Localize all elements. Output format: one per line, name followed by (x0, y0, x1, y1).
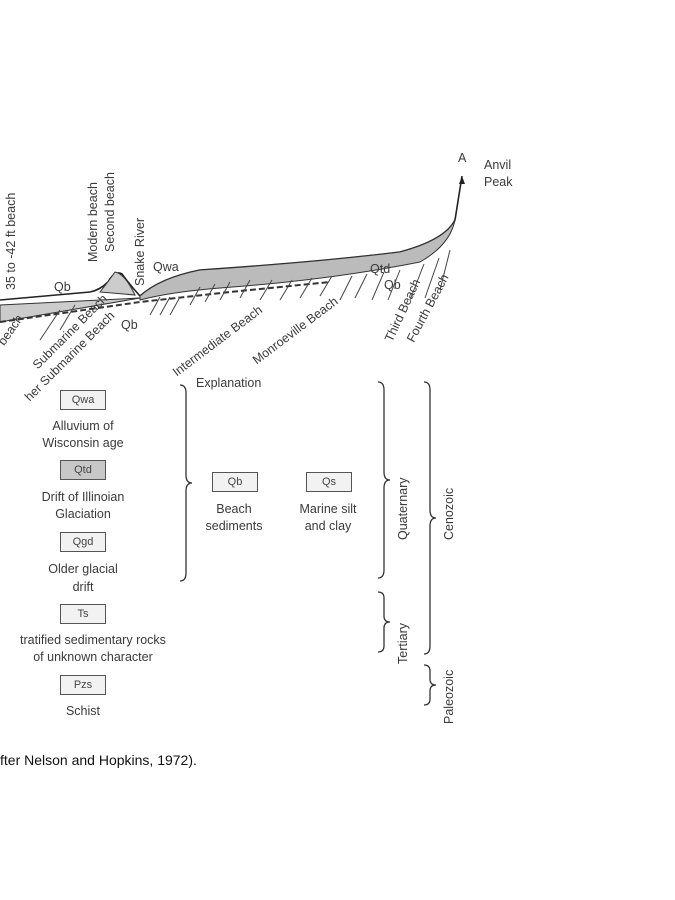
legend-box-schist: Pzs (60, 675, 106, 695)
label-cenozoic: Cenozoic (442, 487, 456, 540)
label-anvil: Anvil (484, 158, 512, 172)
legend-ts-line2: of unknown character (33, 650, 153, 664)
brace-tertiary (377, 591, 391, 653)
legend-qb-line1: Beach (216, 502, 252, 516)
label-35-42-beach: 35 to -42 ft beach (4, 192, 18, 290)
brace-cenozoic (423, 381, 437, 655)
legend-qs-line2: and clay (304, 519, 352, 533)
label-snake-river: Snake River (133, 217, 147, 286)
legend-box-qwa: Qwa (60, 390, 106, 410)
label-peak: Peak (484, 175, 513, 189)
second-beach-mound (99, 271, 136, 296)
legend-box-qs: Qs (306, 472, 352, 492)
legend-qtd-line1: Drift of Illinoian (41, 490, 125, 504)
label-second-beach: Second beach (103, 172, 117, 252)
brace-paleozoic (423, 664, 437, 706)
arrow-anvil (459, 176, 465, 184)
legend-box-qtd: Qtd (60, 460, 106, 480)
label-paleozoic: Paleozoic (442, 669, 456, 724)
label-qb-left: Qb (54, 280, 71, 294)
legend-ts-line1: tratified sedimentary rocks (20, 633, 166, 647)
label-qtd: Qtd (370, 262, 391, 276)
legend-qb-line2: sediments (205, 519, 263, 533)
legend-box-ts: Ts (60, 604, 106, 624)
legend-box-qgd: Qgd (60, 532, 106, 552)
beach-wedge (0, 297, 141, 323)
explanation-title: Explanation (196, 376, 262, 390)
legend-qgd-line1: Older glacial (48, 562, 118, 576)
legend-qtd-line2: Glaciation (55, 507, 111, 521)
legend-qgd-line2: drift (72, 580, 94, 594)
label-tertiary: Tertiary (396, 623, 410, 664)
legend-schist-label: Schist (65, 704, 101, 718)
legend-qwa-line1: Alluvium of (52, 419, 114, 433)
label-qb-right: Qb (384, 278, 401, 292)
legend-box-qb: Qb (212, 472, 258, 492)
label-section-a: A (458, 151, 467, 165)
label-qwa: Qwa (153, 260, 179, 274)
braces (179, 381, 437, 706)
qwa-qtd-layer (139, 219, 456, 301)
gravel-line (0, 281, 331, 323)
figure-caption: fter Nelson and Hopkins, 1972). (0, 752, 197, 768)
brace-quaternary (377, 381, 391, 579)
brace-explanation (179, 384, 193, 582)
label-quaternary: Quaternary (396, 477, 410, 540)
legend-qwa-line2: Wisconsin age (42, 436, 124, 450)
label-qb-mid: Qb (121, 318, 138, 332)
schist-hatching (39, 249, 451, 341)
legend-qs-line1: Marine silt (299, 502, 357, 516)
label-modern-beach: Modern beach (86, 182, 100, 262)
